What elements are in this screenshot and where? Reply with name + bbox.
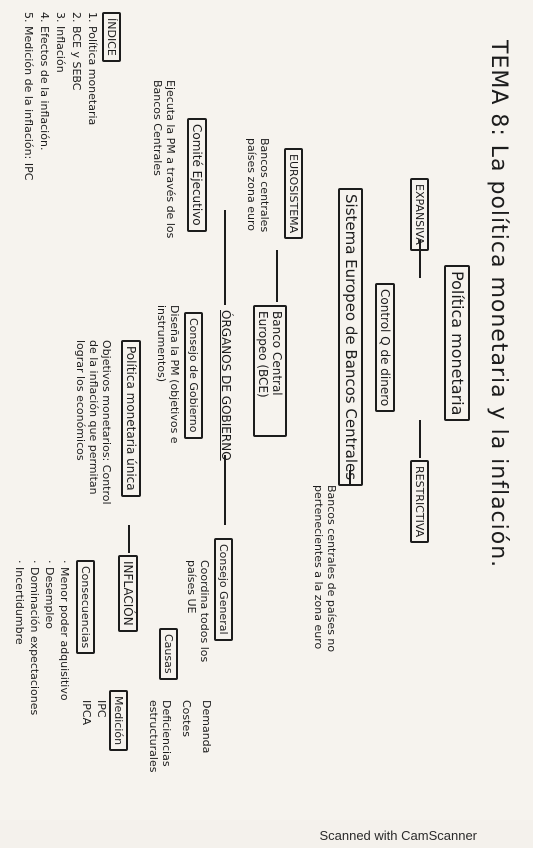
node-inflacion: INFLACIÓN	[118, 555, 138, 632]
comite-description: Ejecuta la PM a través de los Bancos Cen…	[151, 80, 177, 239]
node-organos-gobierno: ÓRGANOS DE GOBIERNO	[219, 310, 233, 461]
causas-item: Deficiencias estructurales	[147, 700, 173, 773]
connector	[128, 525, 130, 553]
node-bce: Banco Central Europeo (BCE)	[253, 305, 287, 437]
causas-item: Costes	[180, 700, 193, 737]
scanned-page: TEMA 8: La política monetaria y la infla…	[13, 12, 511, 773]
consecuencias-item: · Incertidumbre	[13, 560, 26, 645]
causas-item: Demanda	[200, 700, 213, 754]
node-control-dinero: Control Q de dinero	[375, 283, 395, 413]
indice-item: 5. Medición de la inflación: IPC	[22, 12, 35, 181]
node-sebc: Sistema Europeo de Bancos Centrales	[338, 188, 363, 487]
sebc-description: Bancos centrales de países no pertenecie…	[312, 485, 338, 653]
consejo-general-description: Coordina todos los países UE	[185, 560, 211, 663]
eurosistema-description: Bancos centrales países zona euro	[245, 138, 271, 233]
node-consecuencias: Consecuencias	[76, 560, 95, 655]
connector	[419, 240, 421, 278]
node-comite-ejecutivo: Comité Ejecutivo	[187, 118, 207, 232]
node-politica-monetaria: Política monetaria	[444, 265, 470, 422]
scanner-watermark: Scanned with CamScanner	[0, 826, 533, 848]
indice-heading: ÍNDICE	[102, 12, 121, 62]
consecuencias-item: · Menor poder adquisitivo	[58, 560, 71, 701]
medicion-item: IPCA	[80, 700, 93, 726]
mind-map-canvas: TEMA 8: La política monetaria y la infla…	[13, 12, 511, 773]
medicion-item: IPC	[95, 700, 108, 718]
node-pm-unica: Política monetaria única	[121, 340, 141, 497]
indice-item: 1. Política monetaria	[86, 12, 99, 126]
consejo-gobierno-description: Diseña la PM (objetivos e instrumentos)	[155, 305, 181, 444]
node-medicion: Medición	[109, 690, 128, 752]
scanner-watermark-text: Scanned with CamScanner	[319, 828, 477, 843]
page-title: TEMA 8: La política monetaria y la infla…	[486, 40, 511, 569]
connector	[224, 210, 226, 305]
node-consejo-gobierno: Consejo de Gobierno	[184, 312, 203, 439]
indice-item: 2. BCE y SEBC	[70, 12, 83, 91]
pm-unica-description: Objetivos monetarios: Control de la infl…	[74, 340, 113, 505]
node-consejo-general: Consejo General	[214, 538, 233, 641]
node-restrictiva: RESTRICTIVA	[410, 460, 429, 544]
connector	[276, 250, 278, 302]
connector	[419, 420, 421, 458]
connector	[349, 470, 351, 484]
connector	[224, 455, 226, 525]
consecuencias-item: · Desempleo	[43, 560, 56, 629]
node-causas: Causas	[159, 628, 178, 680]
indice-item: 4. Efectos de la inflación.	[38, 12, 51, 151]
consecuencias-item: · Dominación expectaciones	[28, 560, 41, 716]
indice-item: 3. Inflación	[54, 12, 67, 73]
node-eurosistema: EUROSISTEMA	[284, 148, 303, 240]
